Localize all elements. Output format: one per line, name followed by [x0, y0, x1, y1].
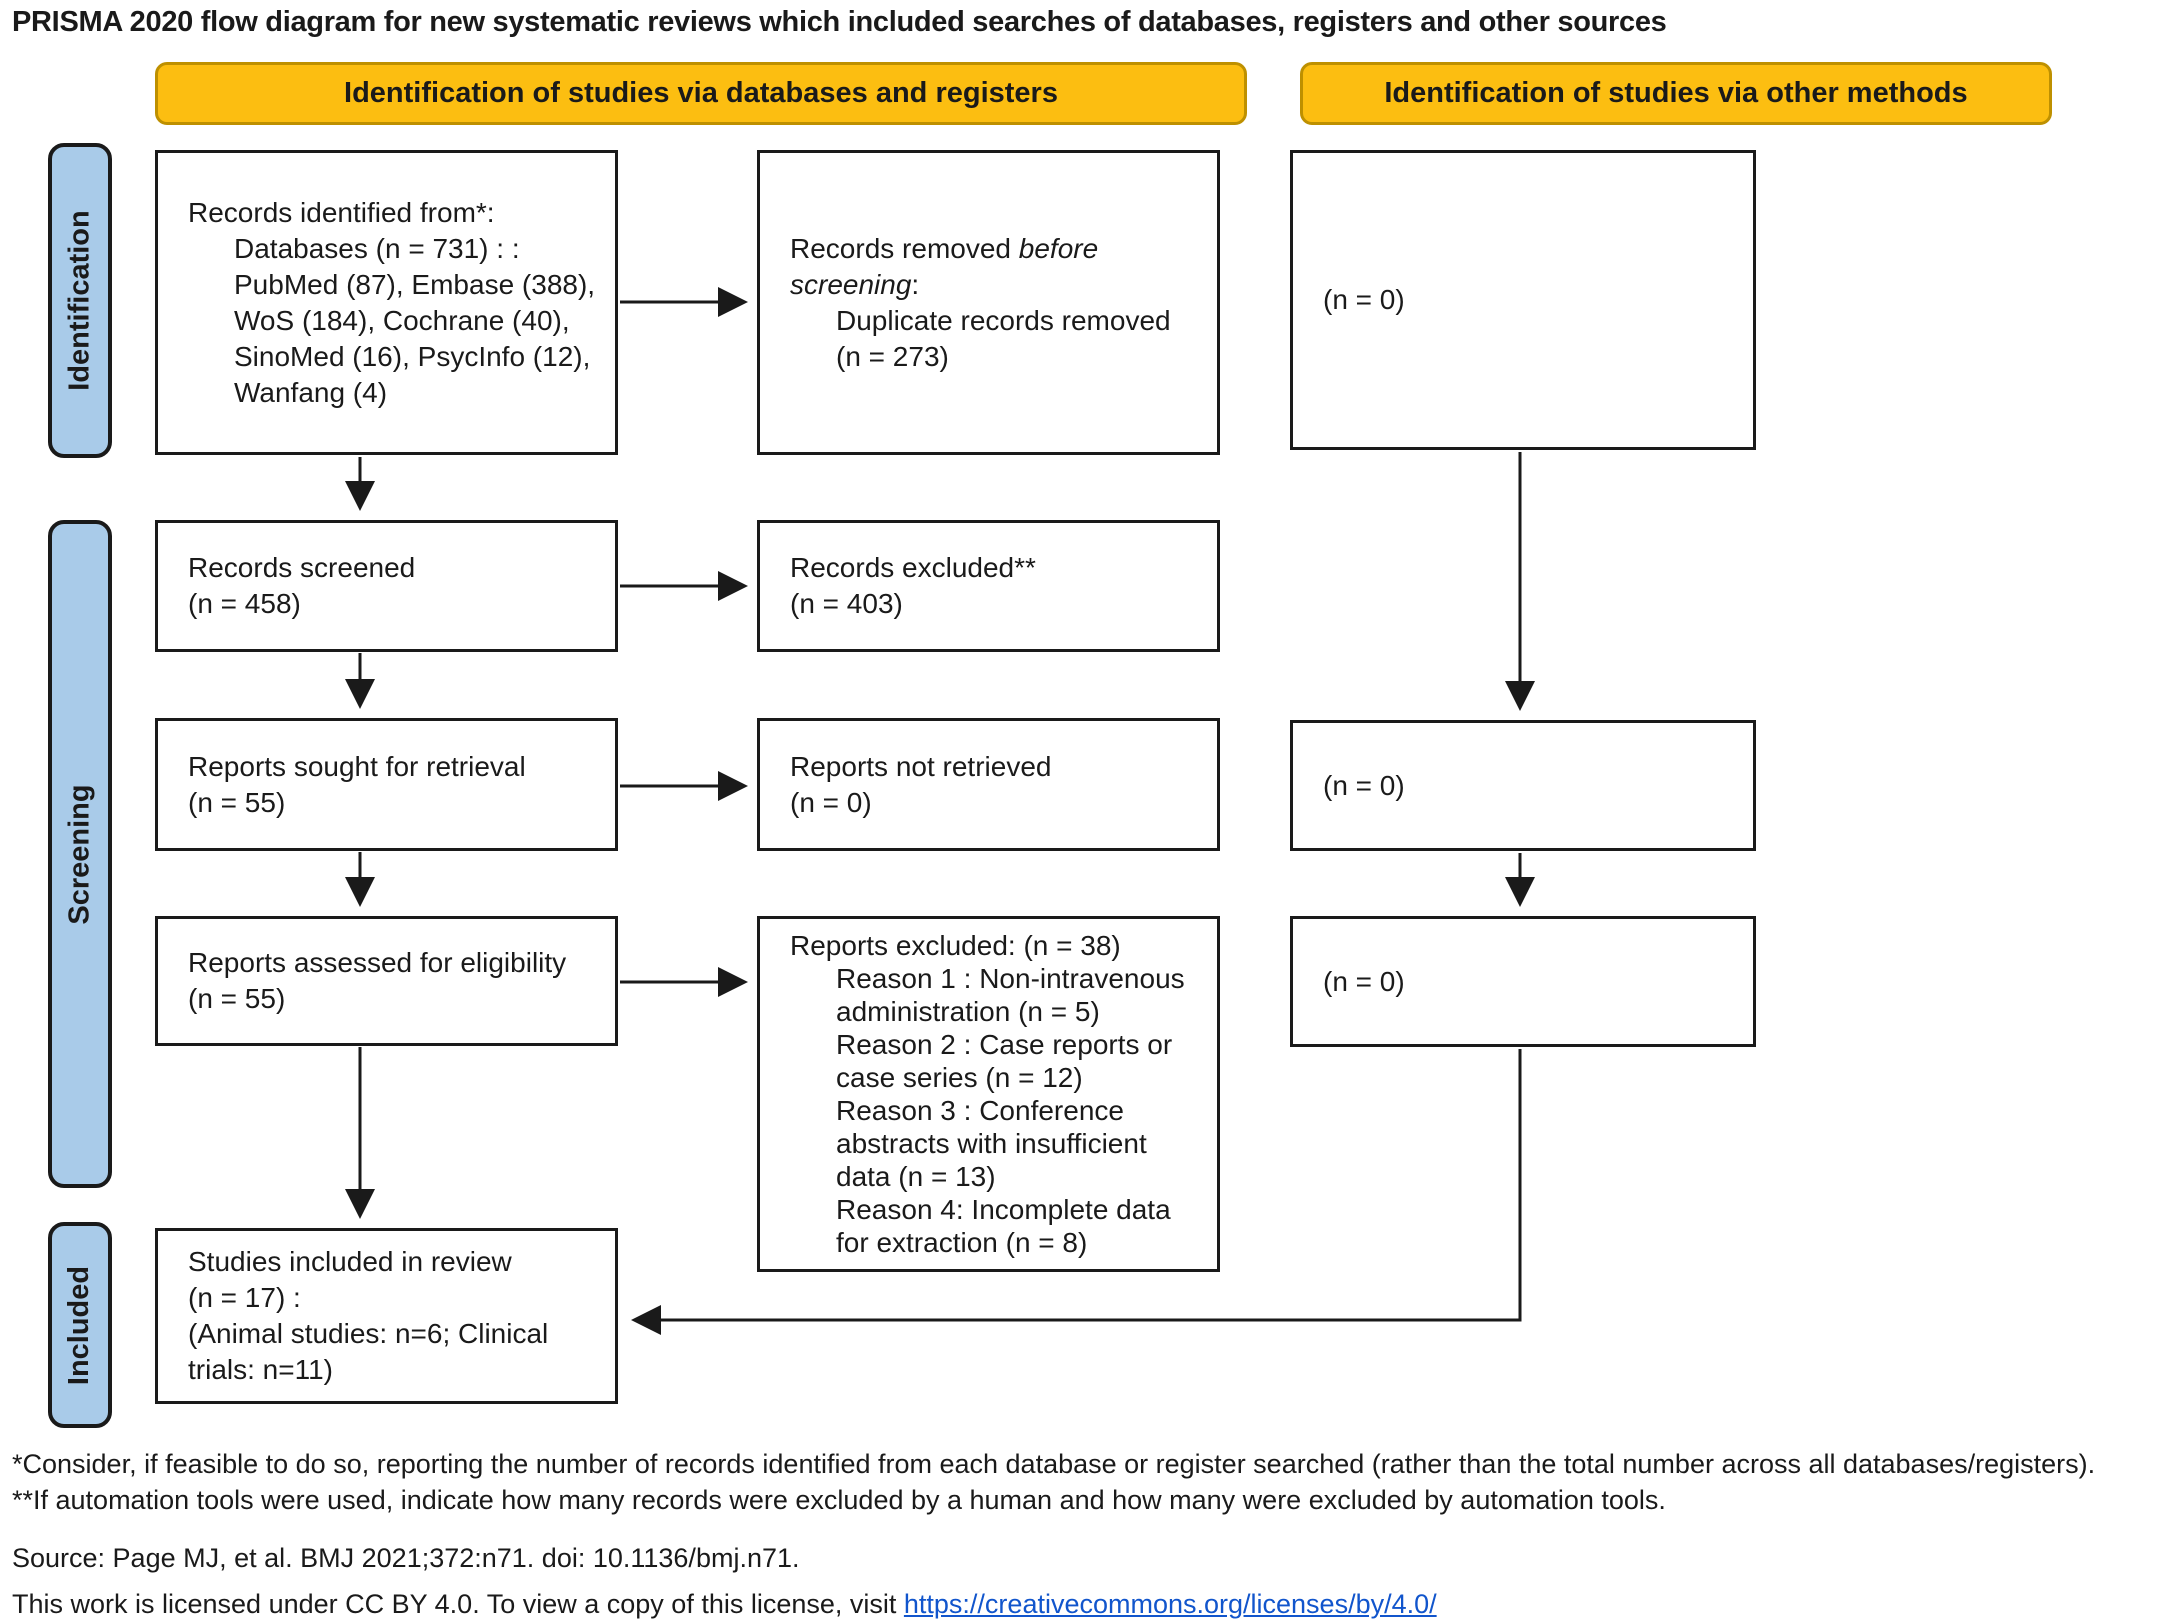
stage-label-included-text: Included: [63, 1265, 96, 1385]
box-studies-included: Studies included in review(n = 17) :(Ani…: [155, 1228, 618, 1404]
box-other-methods-sought: (n = 0): [1290, 720, 1756, 851]
box-other-methods-identified: (n = 0): [1290, 150, 1756, 450]
box-records-identified: Records identified from*:Databases (n = …: [155, 150, 618, 455]
stage-label-included: Included: [48, 1222, 112, 1428]
box-reports-sought: Reports sought for retrieval(n = 55): [155, 718, 618, 851]
box-records-screened: Records screened(n = 458): [155, 520, 618, 652]
column-header-databases-registers: Identification of studies via databases …: [155, 62, 1247, 125]
box-other-methods-identified-text: (n = 0): [1323, 284, 1405, 315]
column-header-databases-registers-label: Identification of studies via databases …: [344, 77, 1058, 109]
box-reports-not-retrieved: Reports not retrieved(n = 0): [757, 718, 1220, 851]
stage-label-screening: Screening: [48, 520, 112, 1188]
box-other-methods-assessed: (n = 0): [1290, 916, 1756, 1047]
source-citation: Source: Page MJ, et al. BMJ 2021;372:n71…: [12, 1543, 800, 1573]
box-other-methods-sought-text: (n = 0): [1323, 769, 1405, 801]
box-reports-assessed: Reports assessed for eligibility(n = 55): [155, 916, 618, 1046]
box-records-screened-text: Records screened(n = 458): [188, 552, 416, 619]
stage-label-screening-text: Screening: [63, 783, 96, 925]
box-records-excluded-text: Records excluded**(n = 403): [790, 552, 1036, 619]
footnote-double-asterisk: **If automation tools were used, indicat…: [12, 1485, 1666, 1515]
box-records-excluded: Records excluded**(n = 403): [757, 520, 1220, 652]
box-reports-excluded-reasons-text: Reports excluded: (n = 38)Reason 1 : Non…: [790, 930, 1185, 1258]
box-reports-excluded-reasons: Reports excluded: (n = 38)Reason 1 : Non…: [757, 916, 1220, 1272]
column-header-other-methods-label: Identification of studies via other meth…: [1384, 77, 1968, 109]
stage-label-identification: Identification: [48, 143, 112, 458]
footnote-asterisk: *Consider, if feasible to do so, reporti…: [12, 1449, 2096, 1479]
license-line: This work is licensed under CC BY 4.0. T…: [12, 1586, 2157, 1619]
page-title: PRISMA 2020 flow diagram for new systema…: [12, 6, 1667, 38]
box-studies-included-text: Studies included in review(n = 17) :(Ani…: [188, 1246, 549, 1385]
column-header-other-methods: Identification of studies via other meth…: [1300, 62, 2052, 125]
license-link[interactable]: https://creativecommons.org/licenses/by/…: [903, 1589, 1437, 1619]
box-other-methods-assessed-text: (n = 0): [1323, 965, 1405, 997]
stage-label-identification-text: Identification: [63, 210, 96, 391]
box-reports-assessed-text: Reports assessed for eligibility(n = 55): [188, 947, 567, 1014]
box-reports-sought-text: Reports sought for retrieval(n = 55): [188, 750, 526, 818]
box-records-identified-text: Records identified from*:Databases (n = …: [188, 196, 596, 408]
license-text: This work is licensed under CC BY 4.0. T…: [12, 1589, 904, 1619]
box-reports-not-retrieved-text: Reports not retrieved(n = 0): [790, 750, 1052, 818]
